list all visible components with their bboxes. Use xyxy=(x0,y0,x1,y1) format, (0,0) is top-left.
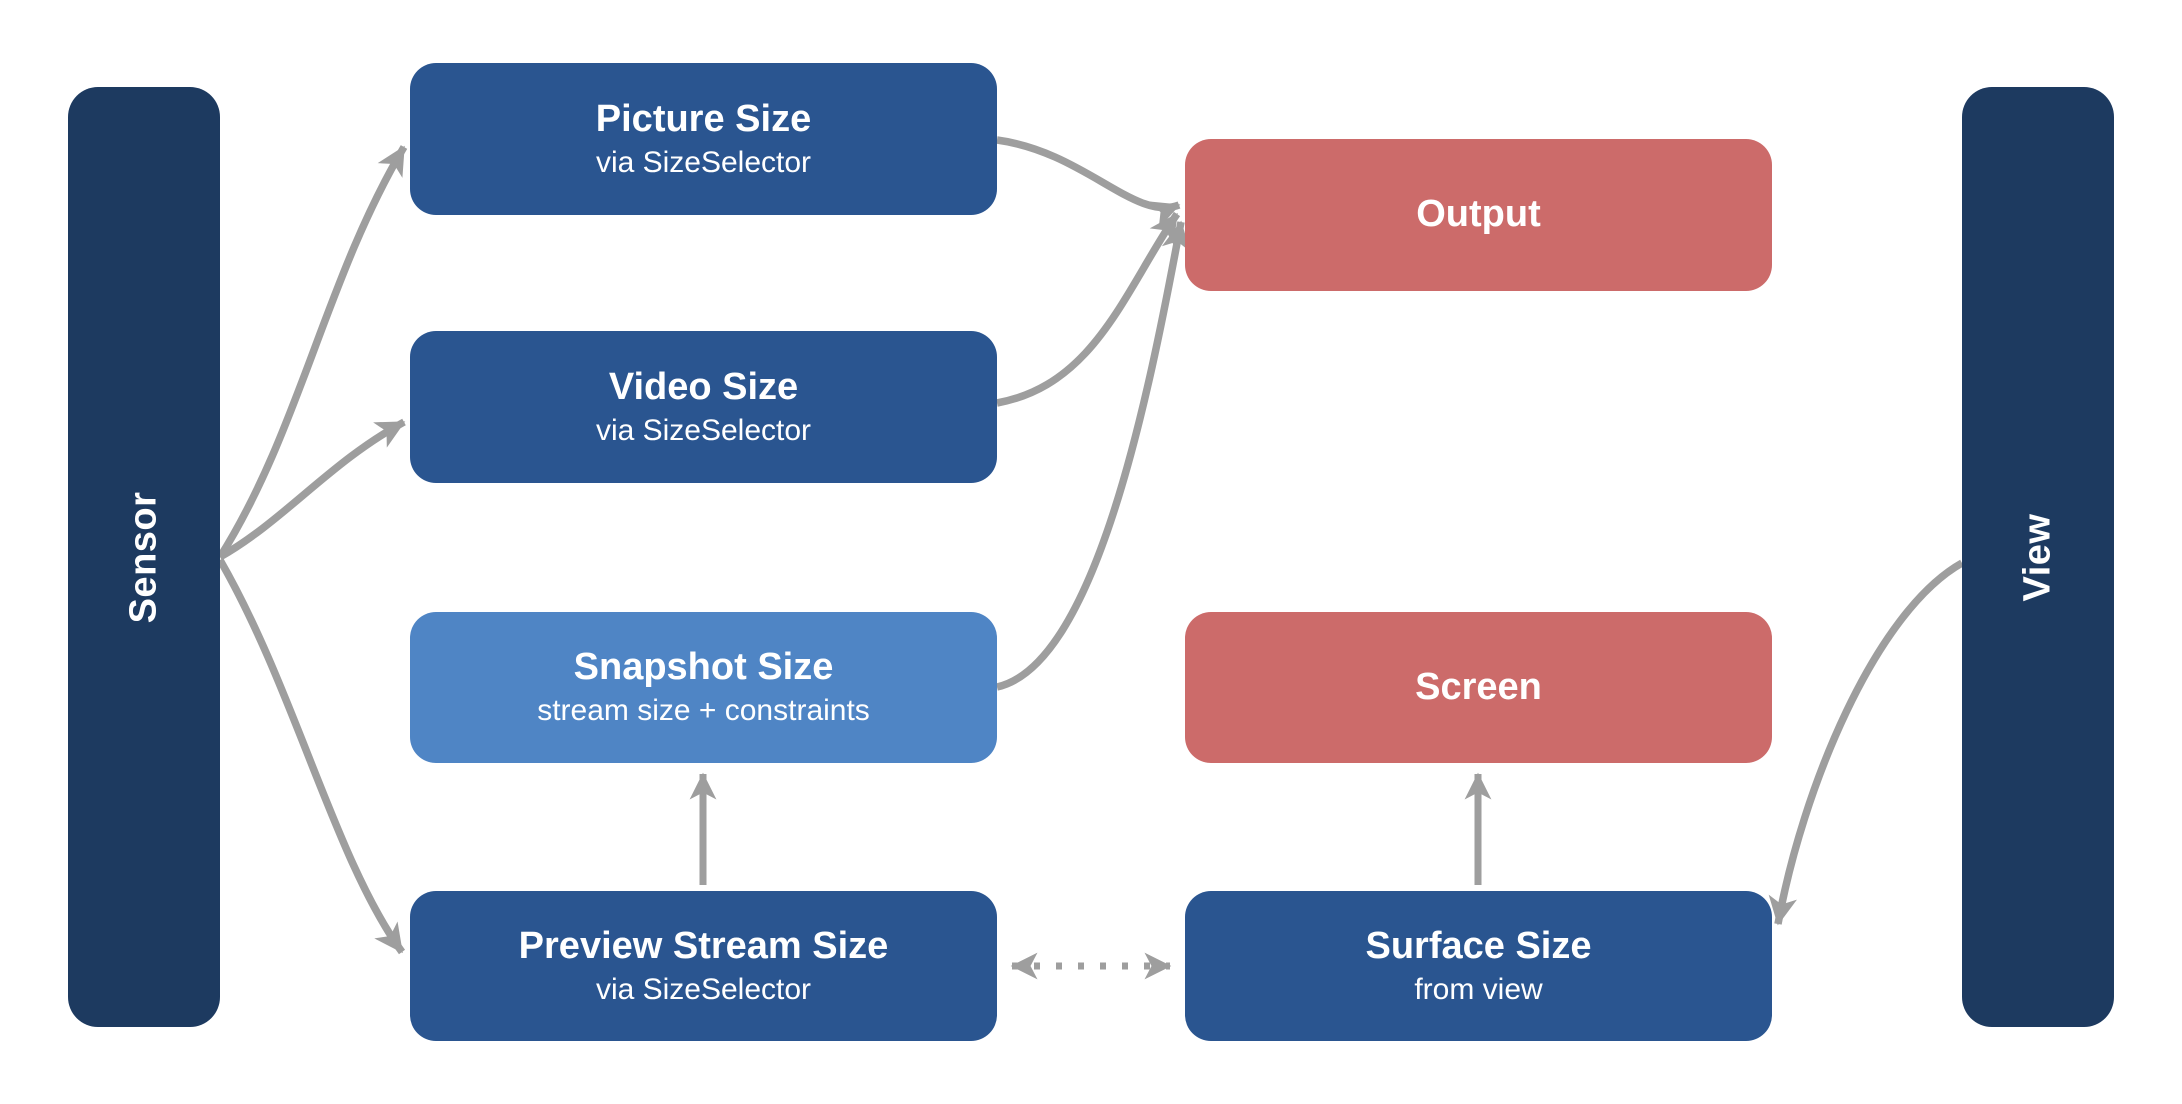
view-bar-label: View xyxy=(2016,513,2059,601)
snapshot-size-subtitle: stream size + constraints xyxy=(537,694,870,728)
surface-size-subtitle: from view xyxy=(1414,972,1543,1006)
arrow-sensor-to-picture xyxy=(216,145,408,559)
sensor-bar-label: Sensor xyxy=(122,491,165,623)
arrow-video-to-output xyxy=(996,211,1181,407)
view-bar: View xyxy=(1962,87,2114,1027)
sensor-bar: Sensor xyxy=(68,87,220,1027)
picture-size-node: Picture Size via SizeSelector xyxy=(410,63,997,215)
surface-size-title: Surface Size xyxy=(1365,924,1592,967)
video-size-subtitle: via SizeSelector xyxy=(595,413,812,447)
preview-stream-size-subtitle: via SizeSelector xyxy=(595,972,812,1006)
snapshot-size-title: Snapshot Size xyxy=(573,646,834,689)
arrow-sensor-to-video xyxy=(218,418,406,561)
arrow-picture-to-output xyxy=(996,136,1181,229)
snapshot-size-node: Snapshot Size stream size + constraints xyxy=(410,612,997,763)
output-node: Output xyxy=(1185,139,1772,291)
video-size-title: Video Size xyxy=(608,365,799,408)
arrow-sensor-to-preview xyxy=(216,558,406,955)
surface-size-node: Surface Size from view xyxy=(1185,891,1772,1041)
arrow-snapshot-to-output xyxy=(996,220,1191,691)
picture-size-subtitle: via SizeSelector xyxy=(595,145,812,179)
preview-stream-size-node: Preview Stream Size via SizeSelector xyxy=(410,891,997,1041)
arrow-view-to-surface xyxy=(1768,559,1964,926)
preview-stream-size-title: Preview Stream Size xyxy=(518,924,889,967)
screen-title: Screen xyxy=(1415,665,1542,708)
video-size-node: Video Size via SizeSelector xyxy=(410,331,997,483)
picture-size-title: Picture Size xyxy=(595,97,812,140)
screen-node: Screen xyxy=(1185,612,1772,763)
output-title: Output xyxy=(1416,193,1541,236)
